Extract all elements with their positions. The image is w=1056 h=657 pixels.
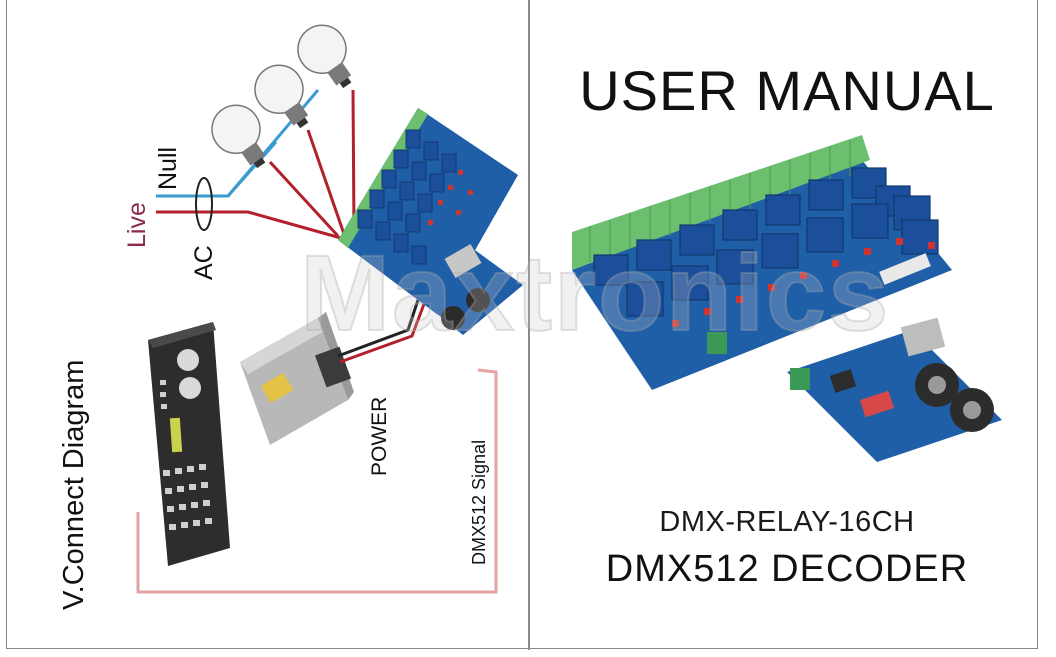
power-label: POWER — [368, 396, 391, 476]
live-wire — [156, 210, 349, 242]
ac-cable-clamp — [195, 177, 213, 231]
diagram-title: V.Connect Diagram — [58, 359, 90, 610]
null-label: Null — [154, 146, 182, 190]
manual-title: USER MANUAL — [579, 59, 995, 122]
light-bulbs-image — [211, 24, 352, 169]
page-border — [6, 0, 1038, 649]
connection-diagram-illustration — [136, 24, 523, 594]
relay-board-diagram-image — [338, 108, 523, 335]
ac-label: AC — [190, 245, 218, 280]
page-divider — [528, 0, 530, 650]
manual-cover-panel: USER MANUAL — [532, 0, 1037, 648]
dmx-signal-label: DMX512 Signal — [469, 439, 489, 565]
connection-diagram-panel: V.Connect Diagram Live Null AC POWER DMX… — [8, 0, 526, 648]
dmx-signal-cable — [136, 368, 498, 594]
product-name: DMX512 DECODER — [605, 548, 969, 590]
power-supply-image — [240, 312, 354, 445]
dmx-console-image — [148, 322, 230, 566]
relay-board-product-image — [572, 135, 1002, 462]
model-number: DMX-RELAY-16CH — [659, 506, 915, 538]
live-label: Live — [123, 202, 151, 248]
